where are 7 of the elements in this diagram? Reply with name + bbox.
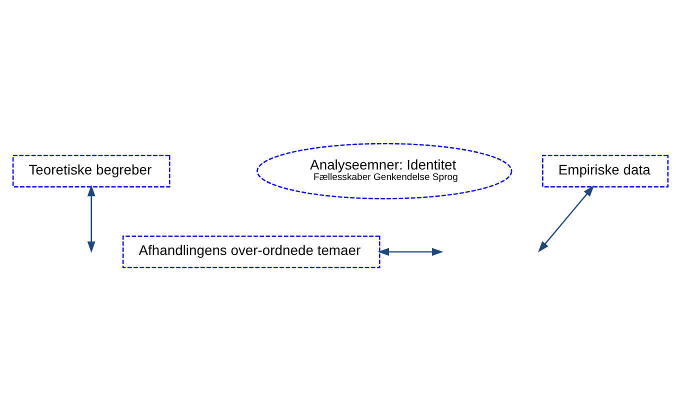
node-box: Teoretiske begreber <box>12 154 170 187</box>
arrow <box>87 184 96 252</box>
arrow <box>378 247 444 256</box>
node-box: Afhandlingens over-ordnede temaer <box>122 235 380 268</box>
node-ellipse: Analyseemner: Identitet Fællesskaber Genkendelse Sprog <box>256 142 512 199</box>
arrow <box>538 184 594 252</box>
node-box: Empiriske data <box>542 154 669 187</box>
